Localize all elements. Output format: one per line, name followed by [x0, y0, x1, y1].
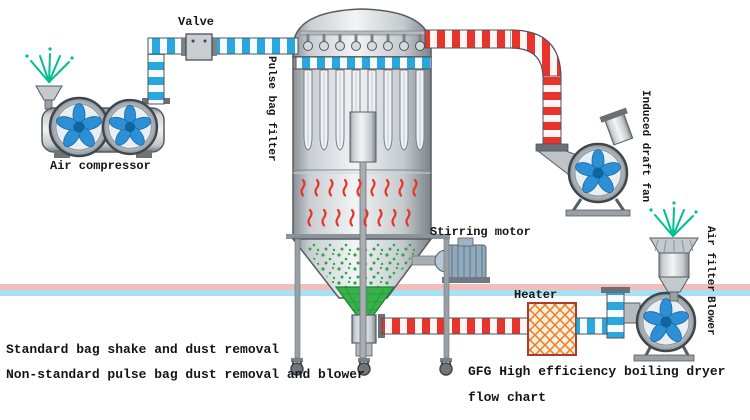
pulse-header: [299, 30, 432, 36]
compressor-fan-icon: [48, 96, 110, 158]
pulse-valve-stems: [306, 34, 422, 42]
valve-label: Valve: [178, 15, 215, 29]
caption-standard: Standard bag shake and dust removal: [6, 342, 280, 357]
compressor-fan-icon: [101, 98, 159, 156]
air-filter-label: Air filter: [704, 226, 716, 293]
pulse-bag-filter-label: Pulse bag filter: [265, 56, 277, 162]
stirring-motor-label: Stirring motor: [430, 225, 531, 239]
tower-legs: [290, 238, 453, 376]
clean-air-plenum: [295, 56, 432, 70]
blower-impeller-icon: [635, 291, 697, 353]
chart-title-line2: flow chart: [468, 390, 547, 405]
hot-air-supply-pipe: [378, 314, 529, 338]
blower-unit: [633, 291, 697, 362]
blower-label: Blower: [704, 296, 716, 336]
air-compressor-unit: [24, 46, 165, 158]
bag-pleats: [307, 72, 421, 146]
heater-label: Heater: [514, 288, 558, 302]
caption-non-standard: Non-standard pulse bag dust removal and …: [6, 367, 365, 382]
chart-title-line1: GFG High efficiency boiling dryer: [468, 364, 726, 379]
fan-impeller-icon: [567, 142, 629, 204]
pulse-valves: [303, 41, 425, 51]
exhaust-pipe: [424, 29, 569, 152]
cone-flange: [286, 234, 450, 239]
drying-tower: [286, 8, 450, 359]
air-compressor-label: Air compressor: [50, 159, 151, 173]
induced-draft-fan-label: Induced draft fan: [639, 90, 651, 203]
drive-housing: [349, 111, 377, 163]
heater-unit: [527, 302, 577, 356]
induced-draft-fan: [536, 107, 634, 217]
valve-body: [181, 33, 217, 61]
air-filter-unit: [648, 200, 699, 302]
agitator-shaft: [359, 161, 367, 359]
fan-outlet-stub: [599, 107, 634, 146]
